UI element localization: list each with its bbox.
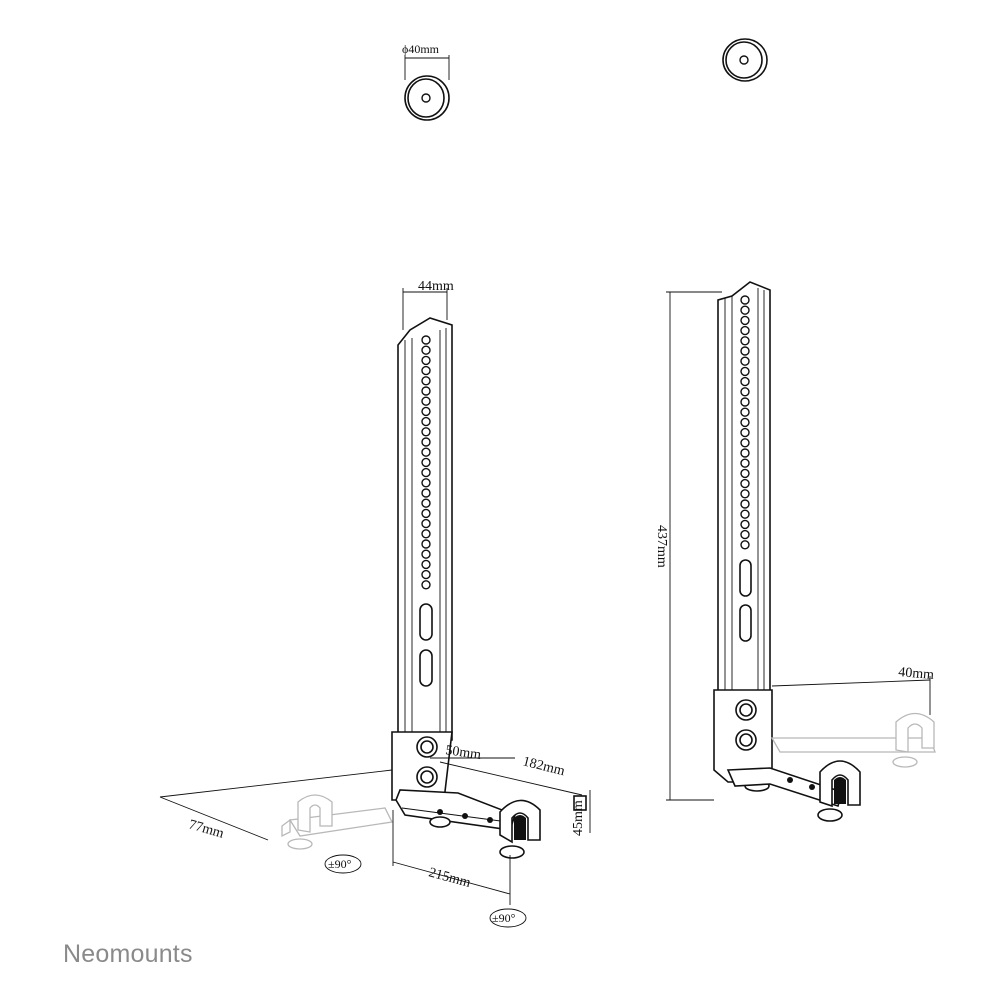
ghost-arm-right [770,712,936,768]
adjustment-hole [421,549,431,559]
adjustment-hole [421,365,431,376]
adjustment-hole [421,386,431,396]
adjustment-hole [421,355,431,366]
adjustment-hole [740,417,750,428]
rotation-label-bottom: ±90° [492,911,516,925]
adjustment-hole [740,407,750,417]
column-right [713,281,773,792]
brand-logo: Neomounts [63,940,193,968]
adjustment-hole [421,416,431,427]
adjustment-hole [740,397,750,407]
dims-left [159,757,591,905]
dim-base-length: 215mm [427,865,472,891]
adjustment-hole [740,499,750,509]
rotation-label-left: ±90° [328,857,352,871]
dim-length: 182mm [521,754,566,779]
dim-foot-height: 45mm [571,800,586,836]
adjustment-hole [421,376,431,386]
adjustment-hole [421,559,431,570]
adjustment-hole [421,437,431,447]
adjustment-hole [421,345,431,355]
adjustment-hole [740,336,750,346]
adjustment-hole [421,529,431,539]
cap-left [404,55,450,121]
adjustment-hole [740,295,750,305]
adjustment-hole [740,366,750,377]
dim-offset: 40mm [898,665,935,683]
adjustment-hole [740,346,750,356]
cap-right [722,38,768,82]
dim-depth-top: 50mm [444,743,482,763]
column-left [391,288,453,801]
adjustment-hole [421,335,431,345]
adjustment-hole [740,305,750,315]
arm-left [395,789,587,859]
adjustment-hole [421,396,431,406]
adjustment-hole [740,315,750,326]
adjustment-hole [740,529,750,540]
dim-height: 437mm [654,525,669,568]
adjustment-hole [740,458,750,468]
adjustment-hole [740,427,750,438]
adjustment-hole [740,325,750,336]
adjustment-holes-left [421,335,431,590]
adjustment-hole [421,457,431,468]
adjustment-hole [740,489,750,499]
adjustment-hole [740,376,750,387]
adjustment-hole [421,498,431,508]
adjustment-hole [421,518,431,529]
dim-width: 44mm [418,279,454,294]
rotation-symbol-left: ±90° [324,854,362,874]
adjustment-hole [421,447,431,457]
adjustment-hole [421,427,431,437]
adjustment-hole [421,478,431,488]
adjustment-hole [740,448,750,458]
adjustment-hole [421,569,431,580]
arm-right [726,760,861,822]
adjustment-hole [740,468,750,479]
adjustment-hole [740,509,750,519]
dims-right [666,291,931,801]
dim-cap-diameter: ϕ40mm [402,42,440,56]
adjustment-hole [740,540,750,550]
adjustment-hole [421,406,431,417]
adjustment-hole [421,508,431,519]
adjustment-hole [740,478,750,489]
adjustment-hole [740,519,750,530]
rotation-symbol-bottom: ±90° [489,908,527,928]
adjustment-hole [740,438,750,448]
adjustment-holes-right [740,295,750,550]
adjustment-hole [421,580,431,590]
adjustment-hole [421,488,431,498]
adjustment-hole [421,539,431,549]
ghost-arm-left [281,794,393,850]
adjustment-hole [421,467,431,478]
adjustment-hole [740,387,750,397]
adjustment-hole [740,356,750,366]
